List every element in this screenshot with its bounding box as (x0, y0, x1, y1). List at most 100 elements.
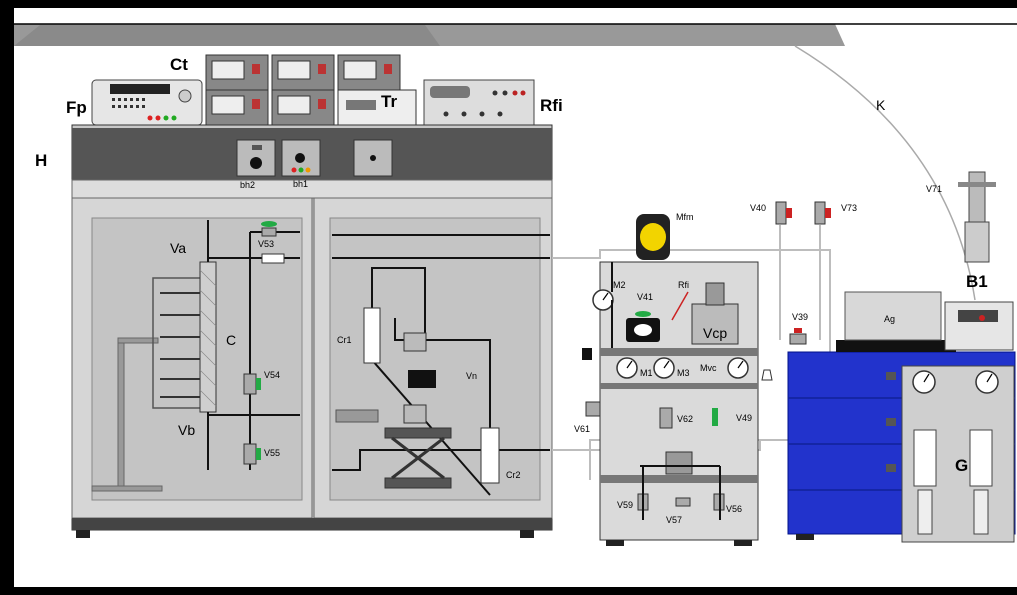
balance-base (836, 340, 956, 352)
label-ct: Ct (170, 56, 188, 73)
b1-device (945, 302, 1013, 350)
label-ag: Ag (884, 315, 895, 324)
hood-arc (795, 46, 975, 300)
label-m1: M1 (640, 369, 653, 378)
label-v55: V55 (264, 449, 280, 458)
label-m2: M2 (613, 281, 626, 290)
frame-bottom (0, 587, 1017, 595)
label-v54: V54 (264, 371, 280, 380)
mid-foot-right (734, 540, 752, 546)
function-generator-fp (92, 80, 202, 125)
blue-foot-left (796, 534, 814, 540)
valve-v62-body (660, 408, 672, 428)
label-v62: V62 (677, 415, 693, 424)
foot-right (520, 530, 534, 538)
check-valve (582, 348, 592, 360)
label-c: C (226, 333, 236, 347)
label-v39: V39 (792, 313, 808, 322)
label-v73: V73 (841, 204, 857, 213)
column-c (200, 262, 216, 412)
label-mfm: Mfm (676, 213, 694, 222)
right-inner (330, 218, 540, 500)
frame-top (0, 0, 1017, 8)
foot-left (76, 530, 90, 538)
label-bh1: bh1 (293, 180, 308, 189)
mid-shelf-3 (600, 475, 758, 483)
valve-v40-body (776, 202, 786, 224)
cabinet-base (72, 518, 552, 530)
label-bh2: bh2 (240, 181, 255, 190)
frame-left (0, 8, 14, 595)
mfm-face (640, 223, 666, 251)
valve-v39-body (790, 334, 806, 344)
cabinet-strip (72, 180, 552, 198)
heater-bar (336, 410, 378, 422)
v71-handle (958, 182, 996, 187)
label-v49: V49 (736, 414, 752, 423)
valve-v54-handle (256, 378, 261, 390)
label-v57: V57 (666, 516, 682, 525)
rf-sensor-window (634, 324, 652, 336)
regulator-lower (666, 452, 692, 474)
valve-v40-handle (786, 208, 792, 218)
valve-v49-handle (712, 408, 718, 426)
valve-v41-handle (635, 311, 651, 317)
label-k: K (876, 98, 885, 112)
valve-v61-body (586, 402, 600, 416)
label-v59: V59 (617, 501, 633, 510)
port-box (354, 140, 392, 176)
gas-bottle-right (970, 430, 992, 486)
v71-stem (969, 172, 985, 222)
valve-v39-handle (794, 328, 802, 333)
label-cr2: Cr2 (506, 471, 521, 480)
bh2-box (237, 140, 275, 176)
label-v56: V56 (726, 505, 742, 514)
label-v40: V40 (750, 204, 766, 213)
gas-tube-left (918, 490, 932, 534)
gas-bottle-left (914, 430, 936, 486)
label-mvc: Mvc (700, 364, 717, 373)
valve-v73-handle (825, 208, 831, 218)
vcp-top (706, 283, 724, 305)
hood-canopy-left (14, 25, 440, 46)
valve-v53-handle (261, 221, 277, 227)
valve-v54-body (244, 374, 256, 394)
label-vcp: Vcp (703, 326, 727, 340)
label-g: G (955, 457, 968, 474)
mid-shelf-1 (600, 348, 758, 356)
b1-indicator (979, 315, 985, 321)
label-va: Va (170, 241, 186, 255)
valve-block-lower (404, 405, 426, 423)
gas-tube-right (974, 490, 988, 534)
b1-display (958, 310, 998, 322)
label-b1: B1 (966, 273, 988, 290)
label-v61: V61 (574, 425, 590, 434)
b1-column (965, 222, 989, 262)
label-v71: V71 (926, 185, 942, 194)
valve-v55-body (244, 444, 256, 464)
label-tr: Tr (381, 93, 397, 110)
label-cr1: Cr1 (337, 336, 352, 345)
valve-v73-body (815, 202, 825, 224)
label-v41: V41 (637, 293, 653, 302)
filter-left (262, 254, 284, 263)
valve-vn (408, 370, 436, 388)
label-rfi: Rfi (540, 97, 563, 114)
label-vb: Vb (178, 423, 195, 437)
label-fp: Fp (66, 99, 87, 116)
valve-v53-body (262, 228, 276, 236)
mid-shelf-2 (600, 383, 758, 389)
rf-instrument-rfi (424, 80, 534, 125)
label-v53: V53 (258, 240, 274, 249)
label-vn: Vn (466, 372, 477, 381)
funnel (762, 370, 772, 380)
valve-v57-body (676, 498, 690, 506)
transmitter-tr (338, 90, 416, 125)
label-m3: M3 (677, 369, 690, 378)
cold-trap-cr2 (481, 428, 499, 483)
label-h: H (35, 152, 47, 169)
cold-trap-cr1 (364, 308, 380, 363)
valve-v55-handle (256, 448, 261, 460)
label-rfi-small: Rfi (678, 281, 689, 290)
